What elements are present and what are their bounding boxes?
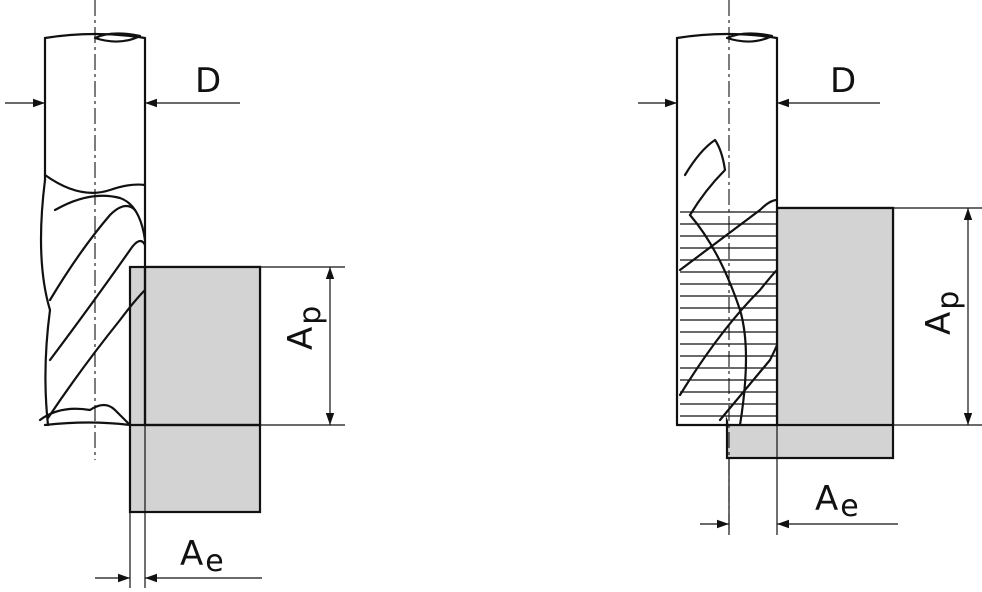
left-diameter-label: D: [195, 61, 221, 101]
right-width-label: Ae: [815, 479, 859, 524]
left-width-label: Ae: [180, 534, 224, 579]
right-shank-section: [725, 32, 774, 43]
left-depth-label: Ap: [281, 306, 328, 350]
right-diameter-label: D: [830, 61, 856, 101]
left-figure: D Ap Ae: [5, 0, 345, 588]
left-shank-section: [93, 32, 142, 43]
right-workpiece-upper: [775, 206, 895, 427]
right-depth-label: Ap: [919, 291, 966, 335]
right-figure: D Ap Ae: [638, 0, 982, 535]
left-workpiece-upper: [143, 265, 262, 427]
